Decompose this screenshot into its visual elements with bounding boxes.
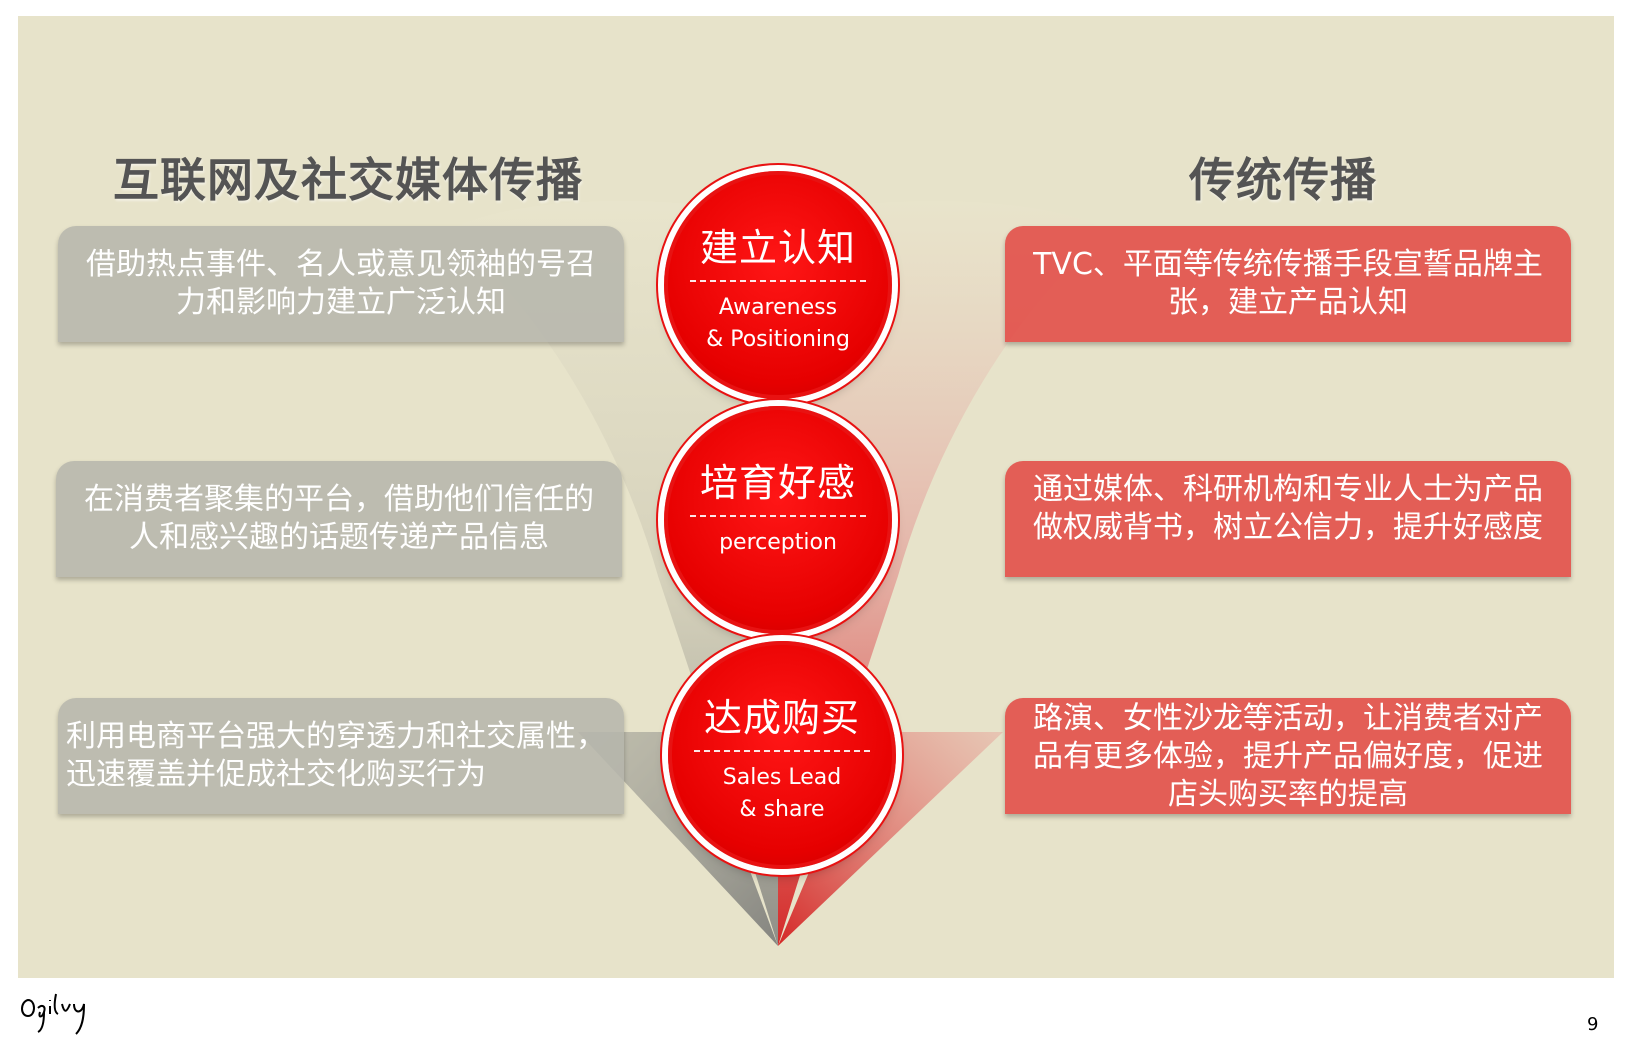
funnel-left-half: [448, 200, 778, 947]
stage-title: 建立认知: [699, 226, 856, 270]
traditional-box-perception: 通过媒体、科研机构和专业人士为产品做权威背书，树立公信力，提升好感度: [1005, 461, 1571, 577]
funnel-right-arrow: [778, 732, 1003, 946]
stage-circle-perception: 培育好感 perception: [664, 406, 892, 634]
traditional-box-purchase: 路演、女性沙龙等活动，让消费者对产品有更多体验，提升产品偏好度，促进店头购买率的…: [1005, 698, 1571, 814]
heading-traditional: 传统传播: [1189, 153, 1377, 207]
funnel-right-half: [778, 200, 1108, 947]
ogilvy-logo-icon: [21, 993, 85, 1035]
funnel-graphic: [448, 200, 1108, 947]
stage-divider: [694, 750, 870, 752]
funnel-left-arrow: [578, 732, 778, 946]
slide-canvas: 互联网及社交媒体传播 传统传播 借助热点事件、名人或意见领袖的号召力和影响力建立…: [18, 16, 1614, 978]
stage-circle-awareness: 建立认知 Awareness & Positioning: [664, 171, 892, 399]
stage-title: 达成购买: [703, 696, 860, 740]
page-number: 9: [1587, 1014, 1599, 1035]
traditional-box-awareness: TVC、平面等传统传播手段宣誓品牌主张，建立产品认知: [1005, 226, 1571, 342]
internet-box-purchase: 利用电商平台强大的穿透力和社交属性，迅速覆盖并促成社交化购买行为: [58, 698, 624, 814]
stage-divider: [690, 515, 866, 517]
heading-internet-social-media: 互联网及社交媒体传播: [113, 153, 583, 207]
stage-title: 培育好感: [699, 461, 856, 505]
stage-subtitle: perception: [719, 530, 837, 555]
internet-box-awareness: 借助热点事件、名人或意见领袖的号召力和影响力建立广泛认知: [58, 226, 624, 342]
stage-subtitle: Sales Lead & share: [722, 765, 842, 822]
stage-subtitle: Awareness & Positioning: [706, 295, 850, 352]
internet-box-perception: 在消费者聚集的平台，借助他们信任的人和感兴趣的话题传递产品信息: [56, 461, 622, 577]
stage-circle-purchase: 达成购买 Sales Lead & share: [668, 641, 896, 869]
stage-divider: [690, 280, 866, 282]
